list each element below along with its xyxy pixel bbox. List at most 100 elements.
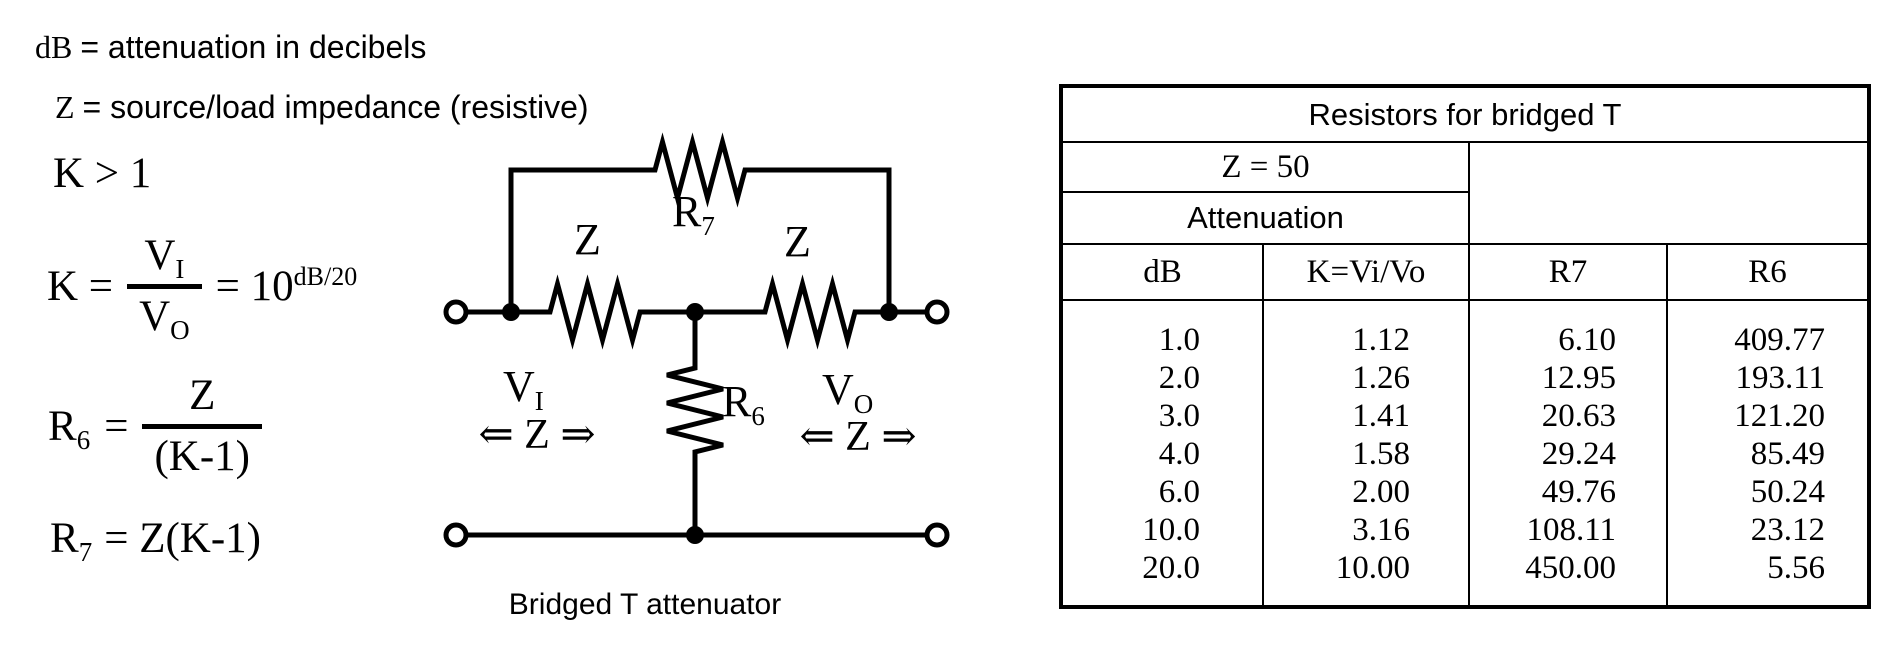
- z-definition-text: = source/load impedance (resistive): [82, 89, 589, 125]
- fraction-bar: [127, 284, 202, 289]
- table-value: 4.0: [1158, 436, 1200, 472]
- terminal-input-top: [443, 299, 469, 325]
- data-column-db: 1.0 2.0 3.0 4.0 6.0 10.0 20.0: [1060, 299, 1264, 608]
- junction-dot-left: [502, 303, 520, 321]
- table-value: 6.10: [1558, 322, 1616, 358]
- r7-sub: 7: [78, 537, 93, 567]
- terminal-input-bottom: [443, 522, 469, 548]
- column-header-k: K=Vi/Vo: [1262, 243, 1470, 301]
- table-value: 1.41: [1352, 398, 1410, 434]
- terminal-output-top: [924, 299, 950, 325]
- table-value: 10.0: [1142, 512, 1200, 548]
- table-value: 1.12: [1352, 322, 1410, 358]
- table-title: Resistors for bridged T: [1060, 85, 1870, 143]
- db-values: 1.0 2.0 3.0 4.0 6.0 10.0 20.0: [1063, 301, 1262, 587]
- column-header-r6: R6: [1666, 243, 1870, 301]
- db-symbol: dB: [35, 29, 73, 65]
- label-r6-sub: 6: [751, 401, 765, 431]
- r6-values: 409.77 193.11 121.20 85.49 50.24 23.12 5…: [1668, 301, 1867, 587]
- terminal-output-bottom: [924, 522, 950, 548]
- column-header-r7: R7: [1468, 243, 1668, 301]
- table-value: 450.00: [1525, 550, 1616, 586]
- label-vi: VI: [503, 362, 544, 415]
- k-values: 1.12 1.26 1.41 1.58 2.00 3.16 10.00: [1264, 301, 1468, 587]
- formula-k-exponent: dB/20: [293, 262, 358, 291]
- formula-r6-lhs: R6: [48, 402, 90, 454]
- table-z-value-cell: Z = 50: [1060, 141, 1470, 193]
- vo-sub: O: [170, 315, 190, 345]
- table-value: 29.24: [1541, 436, 1616, 472]
- junction-dot-right: [880, 303, 898, 321]
- label-r7-base: R: [672, 187, 702, 236]
- formula-r6-denominator: (K-1): [154, 433, 250, 480]
- formula-r6-fraction: Z (K-1): [142, 373, 262, 480]
- label-r6-base: R: [722, 377, 752, 426]
- table-value: 10.00: [1335, 550, 1410, 586]
- wire-bridge-r7: [508, 132, 892, 312]
- label-r6: R6: [722, 377, 765, 430]
- label-z-left: Z: [574, 215, 601, 264]
- table-merged-empty-cell: [1468, 141, 1870, 245]
- data-column-r7: 6.10 12.95 20.63 29.24 49.76 108.11 450.…: [1468, 299, 1668, 608]
- label-r7-sub: 7: [701, 211, 715, 241]
- definition-db: dB = attenuation in decibels: [35, 29, 426, 66]
- formula-k-denominator: VO: [127, 293, 202, 344]
- formula-r6: R6 = Z (K-1): [48, 373, 262, 480]
- table-value: 23.12: [1750, 512, 1825, 548]
- formula-k-rhs: = 10dB/20: [216, 262, 358, 311]
- table-value: 12.95: [1541, 360, 1616, 396]
- label-vo: VO: [822, 365, 873, 418]
- db-definition-text: = attenuation in decibels: [80, 29, 427, 65]
- schematic-caption: Bridged T attenuator: [508, 588, 782, 621]
- table-value: 6.0: [1158, 474, 1200, 510]
- formula-r6-numerator: Z: [189, 372, 216, 419]
- column-header-db: dB: [1060, 243, 1264, 301]
- k-condition: K > 1: [53, 150, 152, 197]
- table-value: 85.49: [1750, 436, 1825, 472]
- vo-base: V: [139, 293, 171, 340]
- formula-r7: R7 = Z(K-1): [50, 514, 261, 566]
- table-value: 2.00: [1352, 474, 1410, 510]
- fraction-bar: [142, 424, 262, 429]
- formula-r7-rhs: = Z(K-1): [104, 515, 261, 562]
- data-column-k: 1.12 1.26 1.41 1.58 2.00 3.16 10.00: [1262, 299, 1470, 608]
- formula-r7-lhs: R7: [50, 514, 92, 566]
- table-value: 121.20: [1734, 398, 1825, 434]
- formula-k-numerator: VI: [132, 232, 196, 283]
- r6-sub: 6: [76, 425, 91, 455]
- label-vi-base: V: [503, 362, 535, 411]
- table-value: 3.0: [1158, 398, 1200, 434]
- formula-k: K = VI VO = 10dB/20: [47, 232, 358, 344]
- resistor-table-container: Resistors for bridged T Z = 50 Attenuati…: [1059, 84, 1871, 609]
- formula-k-lhs: K =: [47, 263, 114, 310]
- label-r7: R7: [672, 187, 715, 240]
- r7-values: 6.10 12.95 20.63 29.24 49.76 108.11 450.…: [1470, 301, 1666, 587]
- table-value: 50.24: [1750, 474, 1825, 510]
- table-value: 3.16: [1352, 512, 1410, 548]
- vi-sub: I: [175, 254, 185, 284]
- formula-k-eq2: = 10: [215, 263, 294, 310]
- label-vo-base: V: [822, 365, 854, 414]
- vi-base: V: [144, 232, 176, 279]
- r7-base: R: [50, 515, 79, 562]
- table-value: 20.63: [1541, 398, 1616, 434]
- r6-base: R: [48, 403, 77, 450]
- table-value: 193.11: [1735, 360, 1825, 396]
- data-column-r6: 409.77 193.11 121.20 85.49 50.24 23.12 5…: [1666, 299, 1870, 608]
- definition-z: Z = source/load impedance (resistive): [55, 89, 589, 126]
- table-value: 409.77: [1734, 322, 1825, 358]
- impedance-arrows-right: ⇐ Z ⇒: [799, 414, 917, 460]
- table-value: 20.0: [1142, 550, 1200, 586]
- table-value: 1.26: [1352, 360, 1410, 396]
- label-vi-sub: I: [534, 386, 544, 416]
- impedance-arrows-left: ⇐ Z ⇒: [478, 412, 596, 458]
- table-attenuation-cell: Attenuation: [1060, 191, 1470, 245]
- formula-k-fraction: VI VO: [127, 232, 202, 344]
- table-value: 2.0: [1158, 360, 1200, 396]
- table-value: 1.0: [1158, 322, 1200, 358]
- label-z-right: Z: [784, 217, 811, 266]
- table-value: 5.56: [1767, 550, 1825, 586]
- formula-r6-eq: =: [104, 403, 129, 450]
